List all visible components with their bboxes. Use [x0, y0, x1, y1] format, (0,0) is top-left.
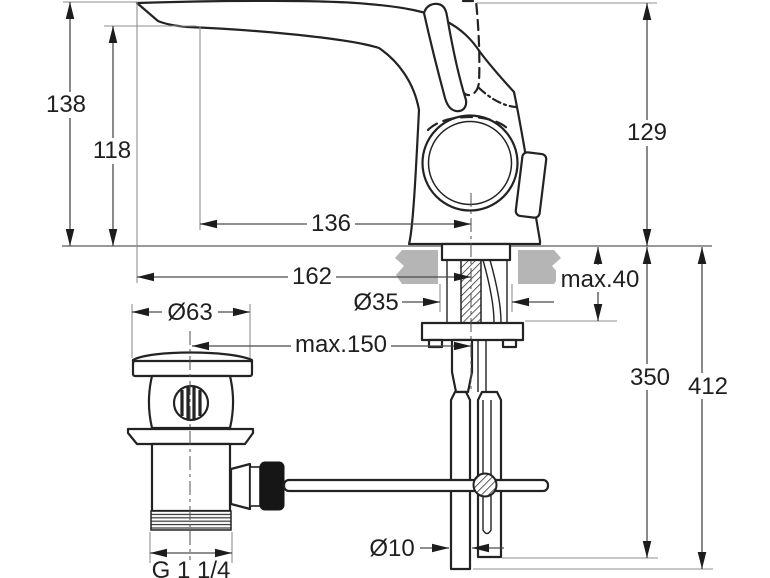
label-bg-162 — [288, 264, 336, 290]
base-plinth — [440, 242, 512, 262]
centerlines — [189, 193, 472, 560]
hose-tube-inner — [482, 400, 492, 535]
label-bg-136 — [307, 211, 355, 237]
lever-handle-raised-dashed — [461, 0, 481, 97]
label-rod-length: 412 — [688, 373, 728, 400]
label-plug-diameter: Ø63 — [167, 299, 212, 326]
ball-joint-screw — [472, 472, 498, 498]
label-max-rod-offset: max.150 — [295, 331, 387, 358]
label-bg-d63 — [162, 299, 218, 325]
label-bg-max40 — [556, 265, 644, 292]
supply-hose-line-2 — [489, 259, 502, 323]
overflow-window-bars — [180, 387, 202, 419]
label-bg-138 — [44, 92, 90, 118]
dimension-layer: 138 118 129 136 162 max.40 Ø63 Ø35 max.1… — [44, 1, 731, 578]
lever-pivot-arc — [477, 86, 518, 109]
label-max-deck: max.40 — [561, 266, 640, 293]
plug-dome — [131, 351, 254, 364]
mounting-flange — [420, 321, 525, 342]
label-bg-max150 — [291, 330, 391, 357]
joint-ring — [249, 466, 261, 507]
plug-rim — [131, 359, 254, 378]
mounting-shank — [420, 247, 525, 394]
rod-guide — [450, 338, 474, 394]
counter-break-left — [395, 250, 438, 284]
side-tab — [514, 151, 548, 219]
counter-break-right — [518, 250, 561, 284]
label-spout-height: 118 — [93, 137, 131, 164]
label-bg-412 — [685, 373, 731, 399]
label-rod-diameter: Ø10 — [369, 535, 414, 562]
label-hole-diameter: Ø35 — [353, 289, 398, 316]
knob-inner-circle — [427, 120, 513, 206]
label-spout-reach: 136 — [311, 210, 351, 237]
horizontal-lever-rod — [282, 478, 550, 493]
faucet-body-group — [135, 0, 548, 262]
knob-dashed-arc — [426, 115, 512, 133]
supply-hose-line-1 — [482, 259, 495, 323]
joint-cone — [229, 462, 252, 511]
label-overall-height: 138 — [46, 91, 86, 118]
knob-outer-circle — [421, 114, 519, 212]
flange-foot-right — [501, 338, 518, 349]
label-bg-129 — [624, 120, 670, 146]
drain-body-lower — [150, 442, 232, 513]
label-waste-thread: G 1 1/4 — [152, 557, 231, 578]
label-tip-reach: 162 — [292, 263, 332, 290]
joint-knurl-nut — [259, 461, 285, 511]
label-body-height: 129 — [627, 119, 667, 146]
overflow-window — [172, 384, 210, 422]
label-bg-118 — [91, 138, 135, 164]
label-hose-length: 350 — [630, 364, 670, 391]
pop-up-rod-assembly — [229, 390, 550, 571]
label-bg-350 — [627, 364, 673, 390]
lever-handle — [422, 2, 468, 113]
drain-thread-section — [150, 510, 232, 531]
